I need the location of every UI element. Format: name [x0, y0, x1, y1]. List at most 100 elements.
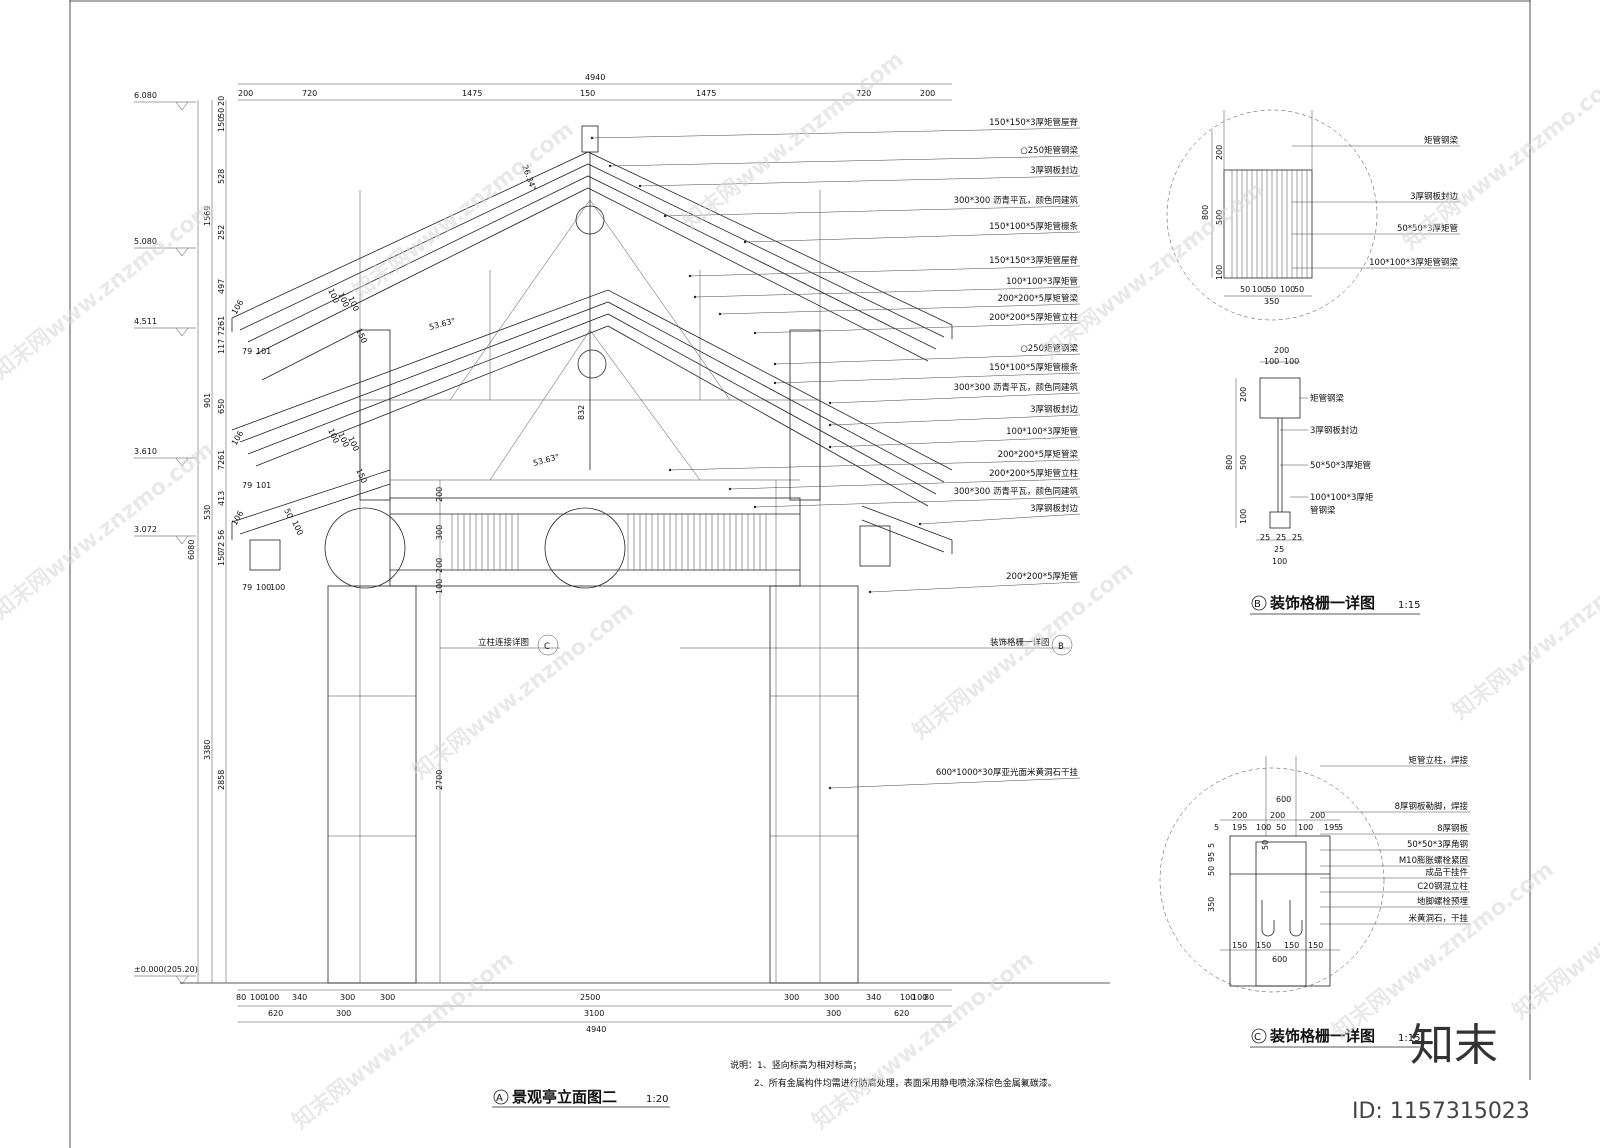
elevation-level: ±0.000(205.20) — [134, 965, 198, 974]
dim-left-outer: 61 — [217, 450, 226, 460]
dim-top-part: 720 — [856, 89, 871, 98]
callout-label: 300*300 沥青平瓦，颜色同建筑 — [954, 486, 1079, 497]
detail-top-label: 矩管钢梁 — [1424, 135, 1459, 146]
detail-c-label: 50*50*3厚角钢 — [1407, 839, 1468, 850]
inner-dim: 100 — [256, 583, 271, 592]
dim-bottom-row1: 100 — [250, 993, 265, 1002]
dc-bottom: 150 — [1256, 941, 1271, 950]
dtop-h: 100 — [1280, 285, 1295, 294]
ref-left-label: 立柱连接详图 — [478, 637, 529, 648]
reference-marks: 立柱连接详图 C 装饰格栅一详图 B — [440, 634, 1073, 656]
dim-bottom-row1: 2500 — [580, 993, 600, 1002]
dim-top-part: 200 — [238, 89, 253, 98]
callout-label: 150*150*3厚矩管屋脊 — [989, 117, 1078, 128]
notes: 说明：1、竖向标高为相对标高； 2、所有金属构件均需进行防腐处理，表面采用静电喷… — [730, 1059, 1057, 1089]
dim-bottom-row2: 300 — [336, 1009, 351, 1018]
elevation-level: 5.080 — [134, 237, 157, 246]
watermark-text: 知末网www.znzmo.com — [678, 46, 909, 234]
detail-c-scale: 1:15 — [1398, 1033, 1420, 1044]
ref-right-mark: B — [1058, 642, 1064, 652]
detail-c-title: 装饰格栅一详图 — [1269, 1027, 1375, 1045]
inner-dim: 200 — [435, 487, 444, 502]
dim-bottom-row1: 340 — [292, 993, 307, 1002]
dtop-v: 800 — [1201, 205, 1210, 220]
watermark-text: 知末网www.znzmo.com — [0, 196, 219, 384]
dc-top: 195 — [1324, 823, 1339, 832]
watermark-text: 知末网www.znzmo.com — [288, 946, 519, 1134]
dim-left-outer: 413 — [217, 491, 226, 506]
dim-left-middle: 901 — [203, 393, 212, 408]
detail-top-label: 50*50*3厚矩管 — [1397, 223, 1458, 234]
dim-bottom-row1: 100 — [912, 993, 927, 1002]
detail-c-label: 8厚钢板勒脚，焊接 — [1395, 801, 1469, 812]
dim-left-outer: 252 — [217, 225, 226, 240]
inner-dim: 101 — [256, 481, 271, 490]
angle-label: 53.63° — [428, 316, 456, 332]
inner-dim: 106 — [230, 429, 245, 447]
callout-label: ○250矩管钢梁 — [1020, 343, 1078, 354]
db-top: 100 — [1264, 357, 1279, 366]
db-top: 100 — [1284, 357, 1299, 366]
db-bottom: 25 — [1274, 545, 1284, 554]
detail-b-label: 管钢梁 — [1310, 505, 1336, 516]
dc-v: 50 — [1207, 866, 1216, 876]
elevation-level: 6.080 — [134, 91, 157, 100]
db-bottom: 100 — [1272, 557, 1287, 566]
callout-label: 150*100*5厚矩管檩条 — [989, 221, 1078, 232]
dim-left-outer: 650 — [217, 399, 226, 414]
dim-bottom-row2: 620 — [268, 1009, 283, 1018]
main-title-mark: A — [496, 1093, 503, 1104]
dtop-h: 100 — [1252, 285, 1267, 294]
callout-label: 600*1000*30厚亚光面米黄洞石干挂 — [936, 767, 1079, 778]
dim-top-part: 1475 — [462, 89, 482, 98]
dc-v: 350 — [1207, 897, 1216, 912]
main-title-scale: 1:20 — [646, 1094, 668, 1105]
dim-left-outer: 72 — [217, 326, 226, 336]
detail-c-label: 矩管立柱，焊接 — [1408, 755, 1468, 766]
detail-b-scale: 1:15 — [1398, 600, 1420, 611]
dc-top: 5 — [1338, 823, 1343, 832]
callout-label: 3厚钢板封边 — [1030, 165, 1078, 176]
detail-b-label: 100*100*3厚矩 — [1310, 492, 1374, 503]
watermark-text: 知末网www.znzmo.com — [0, 436, 219, 624]
callout-label: 300*300 沥青平瓦，颜色同建筑 — [954, 195, 1079, 206]
callout-label: 200*200*5厚矩管 — [1006, 571, 1078, 582]
inner-dim: 100 — [435, 579, 444, 594]
dim-left-middle: 1569 — [203, 206, 212, 226]
dc-bottom: 600 — [1272, 955, 1287, 964]
dim-bottom-row1: 80 — [236, 993, 246, 1002]
inner-dim: 832 — [577, 405, 586, 420]
db-bottom: 25 — [1260, 533, 1270, 542]
dim-top-part: 720 — [302, 89, 317, 98]
main-title: A 景观亭立面图二 1:20 — [492, 1088, 670, 1108]
dtop-h: 50 — [1294, 285, 1304, 294]
db-v: 500 — [1239, 455, 1248, 470]
main-title-text: 景观亭立面图二 — [512, 1088, 617, 1106]
image-id: ID: 1157315023 — [1352, 1099, 1530, 1124]
dim-bottom-row1: 100 — [900, 993, 915, 1002]
inner-dim: 100 — [270, 583, 285, 592]
db-v: 200 — [1239, 387, 1248, 402]
watermark-text: 知末网www.znzmo.com — [808, 946, 1039, 1134]
dim-left-outer: 150 — [217, 117, 226, 132]
dc-top: 200 — [1310, 811, 1325, 820]
dc-top: 200 — [1232, 811, 1247, 820]
detail-c-label: 成品干挂件 — [1425, 867, 1468, 878]
detail-b: 200 100 100 200 800 500 100 25 25 25 25 … — [1225, 346, 1420, 615]
callout-label: 200*200*5厚矩管梁 — [998, 449, 1079, 460]
inner-dim: 300 — [435, 525, 444, 540]
detail-circle-top: 200 800 500 100 50 100 50 100 50 350 矩管钢… — [1166, 109, 1460, 321]
callout-label: 3厚钢板封边 — [1030, 404, 1078, 415]
inner-dim: 79 — [242, 347, 252, 356]
detail-c-label: 地脚螺栓预埋 — [1417, 896, 1469, 907]
dim-bottom-row1: 80 — [924, 993, 934, 1002]
dim-top-part: 150 — [580, 89, 595, 98]
dc-v: 5 — [1207, 843, 1216, 848]
dim-bottom-row2: 300 — [826, 1009, 841, 1018]
dim-overall-top: 4940 — [585, 73, 605, 82]
dim-bottom-row2: 620 — [894, 1009, 909, 1018]
callout-label: 100*100*3厚矩管 — [1006, 276, 1078, 287]
dtop-h: 50 — [1266, 285, 1276, 294]
